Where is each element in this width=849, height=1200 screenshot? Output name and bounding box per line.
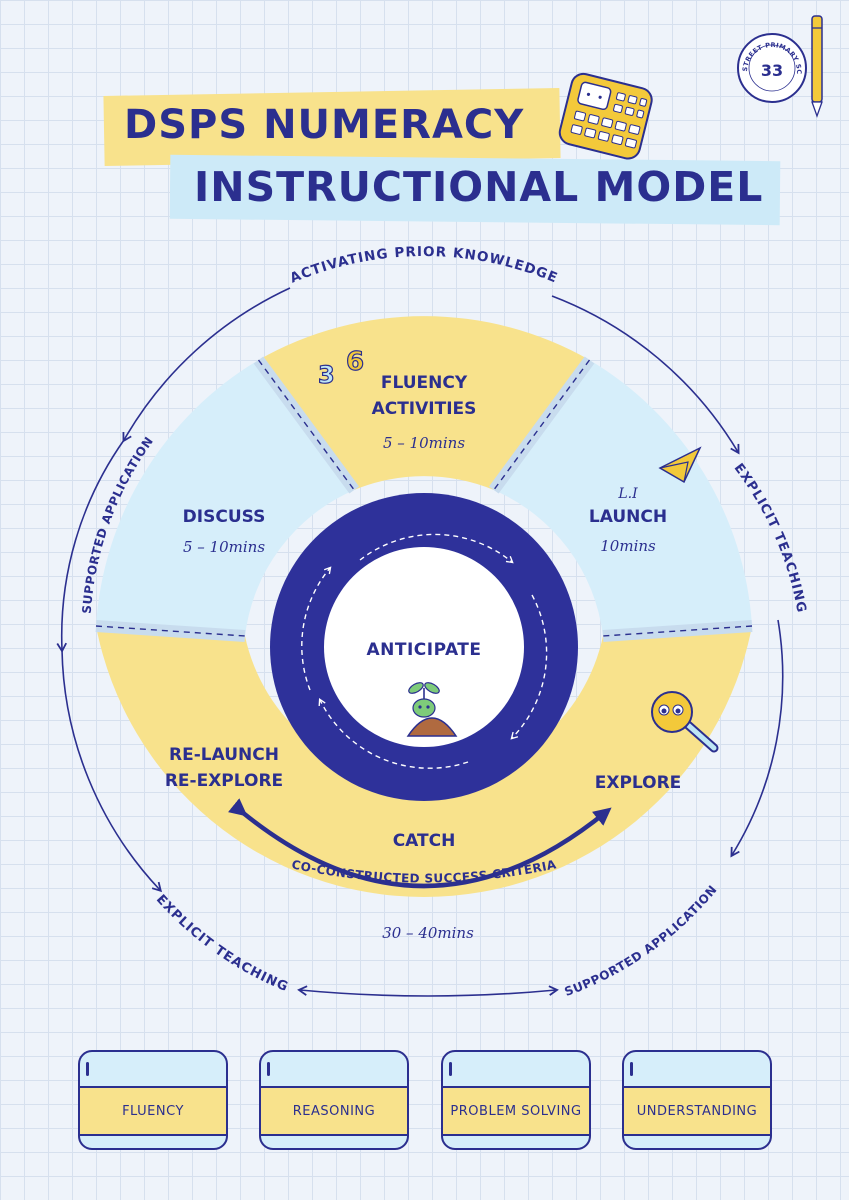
jar-lid xyxy=(624,1052,770,1088)
jar-lid xyxy=(443,1052,589,1088)
arrow-bottom xyxy=(297,985,559,997)
discuss-time: 5 – 10mins xyxy=(183,538,265,556)
jar-label-fluency: FLUENCY xyxy=(80,1088,226,1136)
relaunch-title: RE-LAUNCH xyxy=(169,745,279,765)
segment-discuss xyxy=(96,360,355,636)
jar-label-problem-solving: PROBLEM SOLVING xyxy=(443,1088,589,1136)
segment-divider-dashes xyxy=(95,359,753,637)
label-activating-prior-knowledge: ACTIVATING PRIOR KNOWLEDGE xyxy=(288,244,560,287)
center-core xyxy=(324,547,524,747)
launch-title: LAUNCH xyxy=(589,507,667,527)
arrow-left-lower xyxy=(61,649,163,893)
fluency-time: 5 – 10mins xyxy=(383,434,465,452)
pencil-icon xyxy=(811,15,823,118)
jar-lid xyxy=(261,1052,407,1088)
label-supported-application-bottom: SUPPORTED APPLICATION xyxy=(563,882,720,999)
catch-title: CATCH xyxy=(393,831,456,851)
launch-learning-intention: L.I xyxy=(617,486,638,502)
school-badge: DANA STREET PRIMARY SCHOOL 33 xyxy=(0,0,807,103)
jar-shine xyxy=(267,1062,270,1076)
ring-dashed-arrows xyxy=(301,533,548,769)
launch-time: 10mins xyxy=(600,537,656,555)
jar-problem-solving: PROBLEM SOLVING xyxy=(441,1050,591,1150)
segment-launch xyxy=(493,360,752,636)
jar-understanding: UNDERSTANDING xyxy=(622,1050,772,1150)
jar-shine xyxy=(630,1062,633,1076)
segment-explore-zone xyxy=(96,626,752,897)
jar-shine xyxy=(449,1062,452,1076)
jar-shine xyxy=(86,1062,89,1076)
jar-lid xyxy=(80,1052,226,1088)
discuss-title: DISCUSS xyxy=(183,507,266,527)
explore-time: 30 – 40mins xyxy=(382,924,474,942)
label-explicit-teaching-bottom: EXPLICIT TEACHING xyxy=(153,892,291,995)
jar-fluency: FLUENCY xyxy=(78,1050,228,1150)
arrow-left xyxy=(56,439,125,653)
outer-cycle-arrows xyxy=(56,287,784,997)
jar-label-reasoning: REASONING xyxy=(261,1088,407,1136)
arrow-top-left xyxy=(122,287,291,443)
jar-label-understanding: UNDERSTANDING xyxy=(624,1088,770,1136)
fluency-title-line2: ACTIVITIES xyxy=(372,399,477,419)
magnifying-glass-icon xyxy=(651,691,719,753)
fluency-title-line1: FLUENCY xyxy=(381,373,468,393)
jar-reasoning: REASONING xyxy=(259,1050,409,1150)
svg-text:6: 6 xyxy=(346,347,364,377)
arrow-right xyxy=(730,619,784,858)
number-characters-icon: 6 3 xyxy=(317,346,364,389)
arrow-top-right xyxy=(551,295,740,455)
explore-title: EXPLORE xyxy=(595,773,682,793)
catch-double-arrow xyxy=(227,798,612,889)
badge-school-name: DANA STREET PRIMARY SCHOOL xyxy=(0,0,803,74)
segment-fluency-activities xyxy=(258,316,590,490)
reexplore-title: RE-EXPLORE xyxy=(165,771,283,791)
page-title-line1: DSPS NUMERACY xyxy=(124,102,525,148)
calculator-icon xyxy=(558,72,653,160)
paper-plane-icon xyxy=(658,446,702,484)
seedling-icon xyxy=(406,682,458,737)
page-title-line2: INSTRUCTIONAL MODEL xyxy=(194,163,764,211)
center-anticipate: ANTICIPATE xyxy=(366,640,481,660)
svg-text:3: 3 xyxy=(318,361,335,389)
badge-number: 33 xyxy=(761,61,783,80)
